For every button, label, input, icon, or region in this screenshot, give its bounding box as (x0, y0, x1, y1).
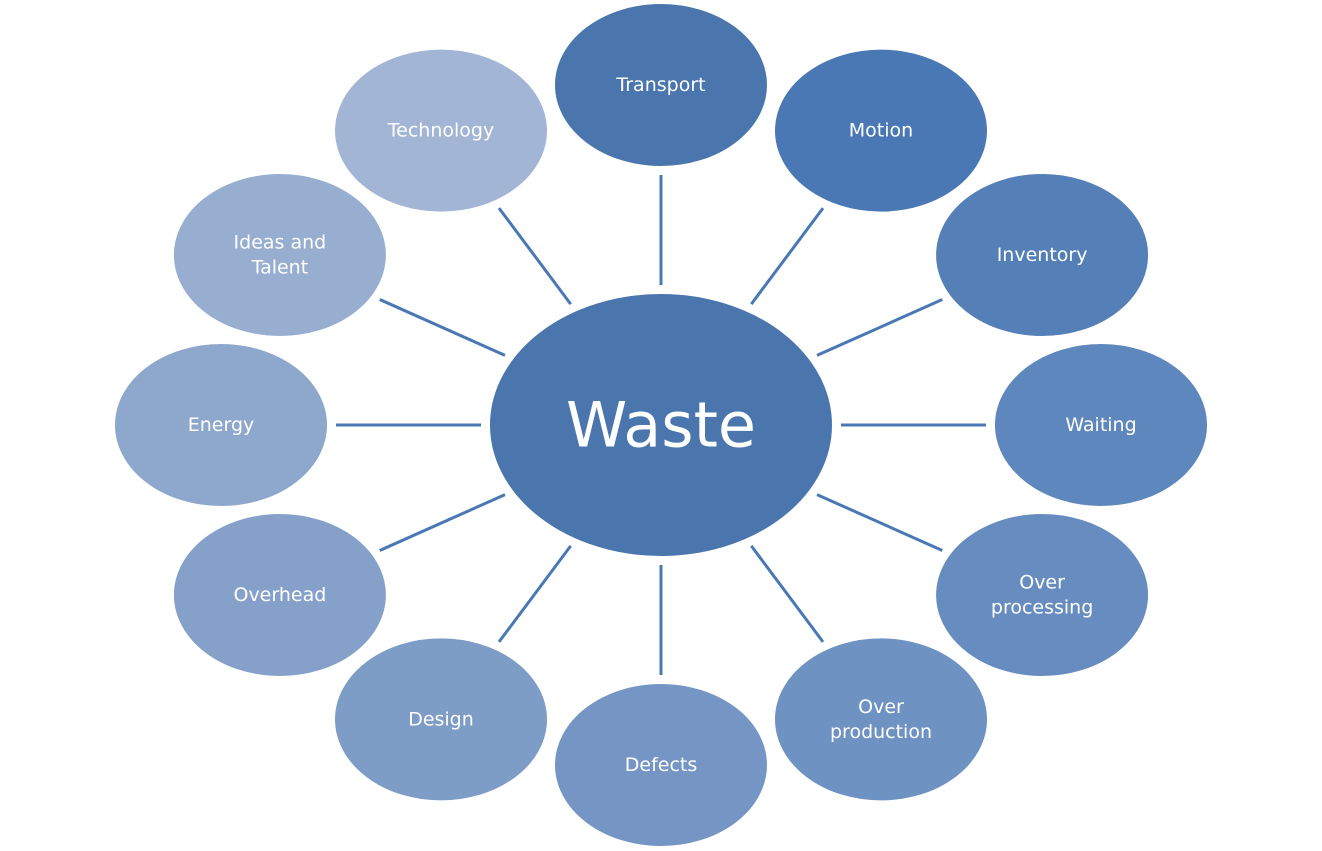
connector-overhead (379, 493, 506, 552)
node-overhead: Overhead (171, 512, 388, 678)
connector-ideas-and-talent (379, 298, 506, 357)
node-circle-technology (333, 47, 549, 214)
node-circle-over-processing (934, 512, 1151, 678)
connector-over-processing (816, 493, 943, 552)
node-label-ideas-and-talent-1: Ideas and (234, 232, 327, 254)
node-design: Design (333, 636, 549, 803)
node-label-over-production-2: production (830, 721, 932, 743)
connector-inventory (816, 298, 943, 357)
node-label-energy: Energy (188, 414, 255, 436)
connector-over-production (750, 545, 825, 643)
node-circle-waiting (993, 342, 1209, 508)
center-label: Waste (566, 389, 756, 462)
node-circle-inventory (934, 172, 1151, 338)
node-over-processing: Over processing (934, 512, 1151, 678)
node-over-production: Over production (773, 636, 989, 803)
node-inventory: Inventory (934, 172, 1151, 338)
node-circle-defects (553, 682, 769, 848)
node-label-ideas-and-talent-2: Talent (251, 257, 309, 279)
node-motion: Motion (773, 47, 989, 214)
node-circle-over-production (773, 636, 989, 803)
node-label-waiting: Waiting (1065, 414, 1136, 436)
connector-lines (336, 175, 986, 675)
node-label-technology: Technology (387, 120, 494, 142)
center-hub: Waste (488, 292, 834, 558)
node-label-inventory: Inventory (997, 244, 1088, 266)
node-technology: Technology (333, 47, 549, 214)
connector-technology (497, 207, 572, 305)
node-circle-motion (773, 47, 989, 214)
node-label-motion: Motion (849, 120, 913, 142)
connector-motion (750, 207, 825, 305)
node-circle-design (333, 636, 549, 803)
node-energy: Energy (113, 342, 329, 508)
center-circle (488, 292, 834, 558)
node-waiting: Waiting (993, 342, 1209, 508)
node-label-defects: Defects (625, 754, 698, 776)
node-circle-transport (553, 2, 769, 168)
node-circle-ideas-and-talent (171, 172, 388, 338)
node-defects: Defects (553, 682, 769, 848)
node-label-overhead: Overhead (233, 584, 326, 606)
node-label-transport: Transport (615, 74, 705, 96)
node-label-over-processing-2: processing (991, 597, 1093, 619)
node-transport: Transport (553, 2, 769, 168)
node-label-over-processing-1: Over (1019, 572, 1065, 594)
node-circle-energy (113, 342, 329, 508)
node-circle-overhead (171, 512, 388, 678)
connector-design (497, 545, 572, 643)
node-label-over-production-1: Over (858, 696, 904, 718)
node-label-design: Design (408, 708, 474, 730)
